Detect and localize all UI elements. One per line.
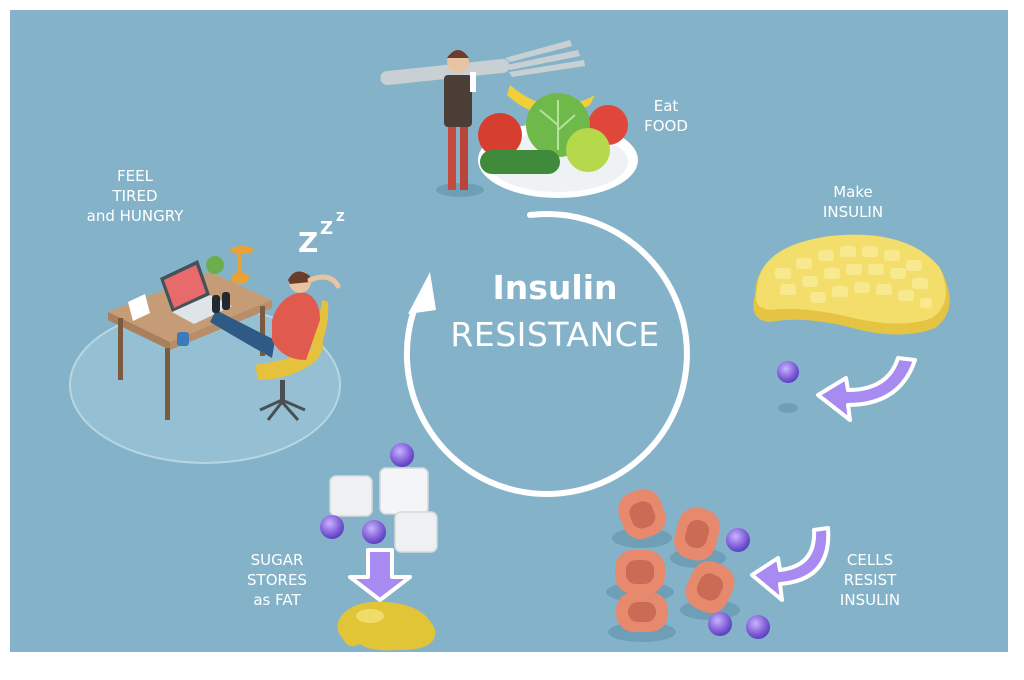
stage-label-line: FEEL xyxy=(117,167,153,185)
stage-label-line: INSULIN xyxy=(839,591,901,609)
center-subtitle: RESISTANCE xyxy=(450,315,660,354)
sleep-z-icon: Z xyxy=(336,210,345,224)
sugar-cubes-illustration xyxy=(320,443,438,553)
infographic-panel: Insulin RESISTANCE Eat FOOD Make INSULIN… xyxy=(10,10,1008,652)
sleep-z-icon: Z xyxy=(320,218,334,239)
center-title: Insulin xyxy=(492,268,618,307)
stage-label-line: and HUNGRY xyxy=(86,207,184,225)
stage-label-line: RESIST xyxy=(843,571,897,589)
stage-label-line: Make xyxy=(833,183,873,201)
stage-label-line: as FAT xyxy=(253,591,301,609)
stage-label-line: STORES xyxy=(247,571,307,589)
cells-illustration xyxy=(606,488,770,642)
stage-sugar-stores: SUGAR STORES as FAT xyxy=(228,550,326,610)
stage-cells-resist: CELLS RESIST INSULIN xyxy=(825,550,915,610)
fat-blob-illustration xyxy=(337,601,436,651)
down-arrow-icon xyxy=(348,548,412,602)
curved-arrow-icon xyxy=(750,526,831,602)
stage-eat-food: Eat FOOD xyxy=(636,96,696,136)
cycle-arrow-icon xyxy=(403,210,690,497)
illustration xyxy=(69,40,950,651)
stage-label-line: TIRED xyxy=(112,187,158,205)
stage-label-line: FOOD xyxy=(644,117,688,135)
stage-label-line: SUGAR xyxy=(250,551,304,569)
stage-feel-tired: FEEL TIRED and HUNGRY xyxy=(65,166,205,226)
pancreas-illustration xyxy=(753,234,950,335)
curved-arrow-icon xyxy=(816,356,917,422)
desk-person-illustration xyxy=(69,246,341,464)
food-plate-illustration xyxy=(380,40,638,198)
stage-label-line: INSULIN xyxy=(822,203,884,221)
stage-label-line: Eat xyxy=(653,97,679,115)
sleep-z-icon: Z xyxy=(298,226,319,259)
insulin-molecule-icon xyxy=(777,361,799,383)
stage-label-line: CELLS xyxy=(846,551,894,569)
stage-make-insulin: Make INSULIN xyxy=(808,182,898,222)
